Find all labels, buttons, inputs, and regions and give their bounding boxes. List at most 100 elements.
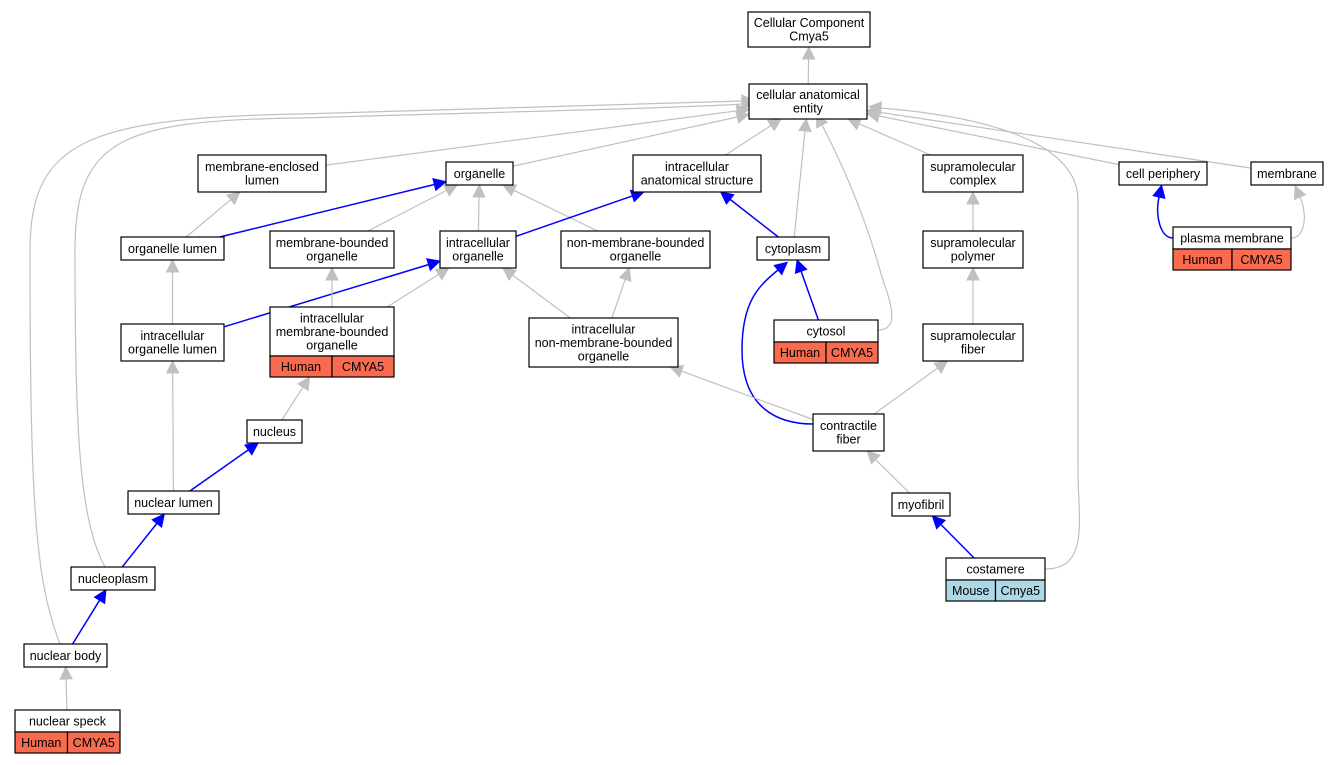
- node-organelle[interactable]: organelle: [445, 161, 514, 186]
- node-label: lumen: [245, 174, 279, 188]
- gene-label: CMYA5: [1240, 253, 1282, 267]
- node-label: organelle: [610, 250, 661, 264]
- edge-arrowhead: [801, 45, 816, 60]
- node-myofibril[interactable]: myofibril: [891, 492, 951, 517]
- node-label: nuclear body: [30, 649, 102, 663]
- edge-nl-to-iol: [165, 359, 180, 492]
- species-label: Human: [1182, 253, 1222, 267]
- node-label: organelle: [306, 250, 357, 264]
- node-label: costamere: [966, 562, 1024, 576]
- edge-line: [281, 386, 304, 421]
- edge-ns-to-nb: [59, 665, 73, 711]
- node-membrane[interactable]: membrane: [1250, 161, 1324, 186]
- edge-line: [878, 115, 1120, 166]
- edge-inmbo-to-io: [502, 267, 571, 319]
- node-nuclear-body[interactable]: nuclear body: [23, 643, 108, 668]
- edge-inmbo-to-nmbo: [611, 266, 632, 319]
- node-label: polymer: [951, 250, 995, 264]
- edge-arrowhead: [773, 261, 789, 276]
- node-label: nuclear lumen: [134, 496, 213, 510]
- edge-arrowhead: [1293, 184, 1307, 201]
- node-box: [922, 154, 1024, 193]
- node-box: [756, 236, 830, 261]
- edge-cytosol-to-cae: [815, 113, 893, 331]
- edge-arrowhead: [434, 267, 450, 281]
- node-cell-periphery[interactable]: cell periphery: [1118, 161, 1208, 186]
- node-box: [439, 230, 517, 269]
- node-organelle-lumen[interactable]: organelle lumen: [120, 236, 225, 261]
- edge-line: [681, 370, 814, 421]
- edge-cyto-to-ias: [719, 191, 779, 238]
- node-label: Cellular Component: [754, 16, 865, 30]
- node-label: cytoplasm: [765, 242, 821, 256]
- node-label: intracellular: [665, 160, 729, 174]
- edge-line: [873, 367, 939, 415]
- edge-line: [121, 522, 158, 568]
- edge-arrowhead: [59, 665, 73, 680]
- edge-line: [189, 449, 249, 492]
- edge-arrowhead: [719, 191, 735, 206]
- edge-line: [65, 678, 68, 711]
- node-label: organelle lumen: [128, 343, 217, 357]
- edge-arrowhead: [426, 258, 442, 272]
- edge-arrowhead: [798, 117, 812, 133]
- node-intracellular-non-membrane-bounded-organelle[interactable]: intracellularnon-membrane-boundedorganel…: [528, 317, 679, 368]
- edge-arrowhead: [741, 94, 756, 108]
- species-label: Human: [21, 736, 61, 750]
- node-nuclear-lumen[interactable]: nuclear lumen: [127, 490, 220, 515]
- edge-cost-to-myo: [931, 515, 975, 559]
- node-label: supramolecular: [930, 236, 1015, 250]
- edge-io-to-ias: [515, 189, 645, 238]
- node-label: membrane-enclosed: [205, 160, 319, 174]
- node-nucleus[interactable]: nucleus: [246, 419, 303, 444]
- edge-cyto-to-cae: [793, 117, 812, 238]
- edge-arrowhead: [966, 266, 980, 281]
- edge-smf-to-smp: [966, 266, 980, 324]
- node-label: Cmya5: [789, 30, 829, 44]
- edge-imbo-to-io: [386, 267, 450, 308]
- edge-arrowhead: [618, 266, 632, 283]
- node-nucleoplasm[interactable]: nucleoplasm: [70, 566, 156, 591]
- node-label: nucleoplasm: [78, 572, 148, 586]
- node-label: entity: [793, 102, 824, 116]
- edge-line: [858, 123, 931, 156]
- gene-label: CMYA5: [73, 736, 115, 750]
- edge-line: [741, 269, 814, 425]
- edge-io-to-org: [472, 183, 486, 232]
- edge-np-to-nl: [121, 513, 165, 568]
- node-cytoplasm[interactable]: cytoplasm: [756, 236, 830, 261]
- node-box: [120, 236, 225, 261]
- edge-line: [878, 111, 1252, 169]
- edge-org-to-cae: [512, 110, 751, 167]
- species-label: Human: [780, 346, 820, 360]
- node-intracellular-membrane-bounded-organelle[interactable]: intracellularmembrane-boundedorganelleHu…: [269, 306, 395, 378]
- edge-line: [367, 189, 447, 232]
- edge-ol-to-mel: [185, 191, 241, 238]
- edge-line: [29, 100, 743, 645]
- edge-line: [800, 271, 820, 321]
- edge-arrowhead: [325, 266, 339, 281]
- edge-line: [875, 459, 910, 494]
- edges-layer: [29, 45, 1307, 711]
- node-label: plasma membrane: [1180, 231, 1284, 245]
- node-label: contractile: [820, 419, 877, 433]
- edge-nuc-to-imbo: [281, 376, 311, 421]
- edge-smp-to-smc: [966, 190, 980, 231]
